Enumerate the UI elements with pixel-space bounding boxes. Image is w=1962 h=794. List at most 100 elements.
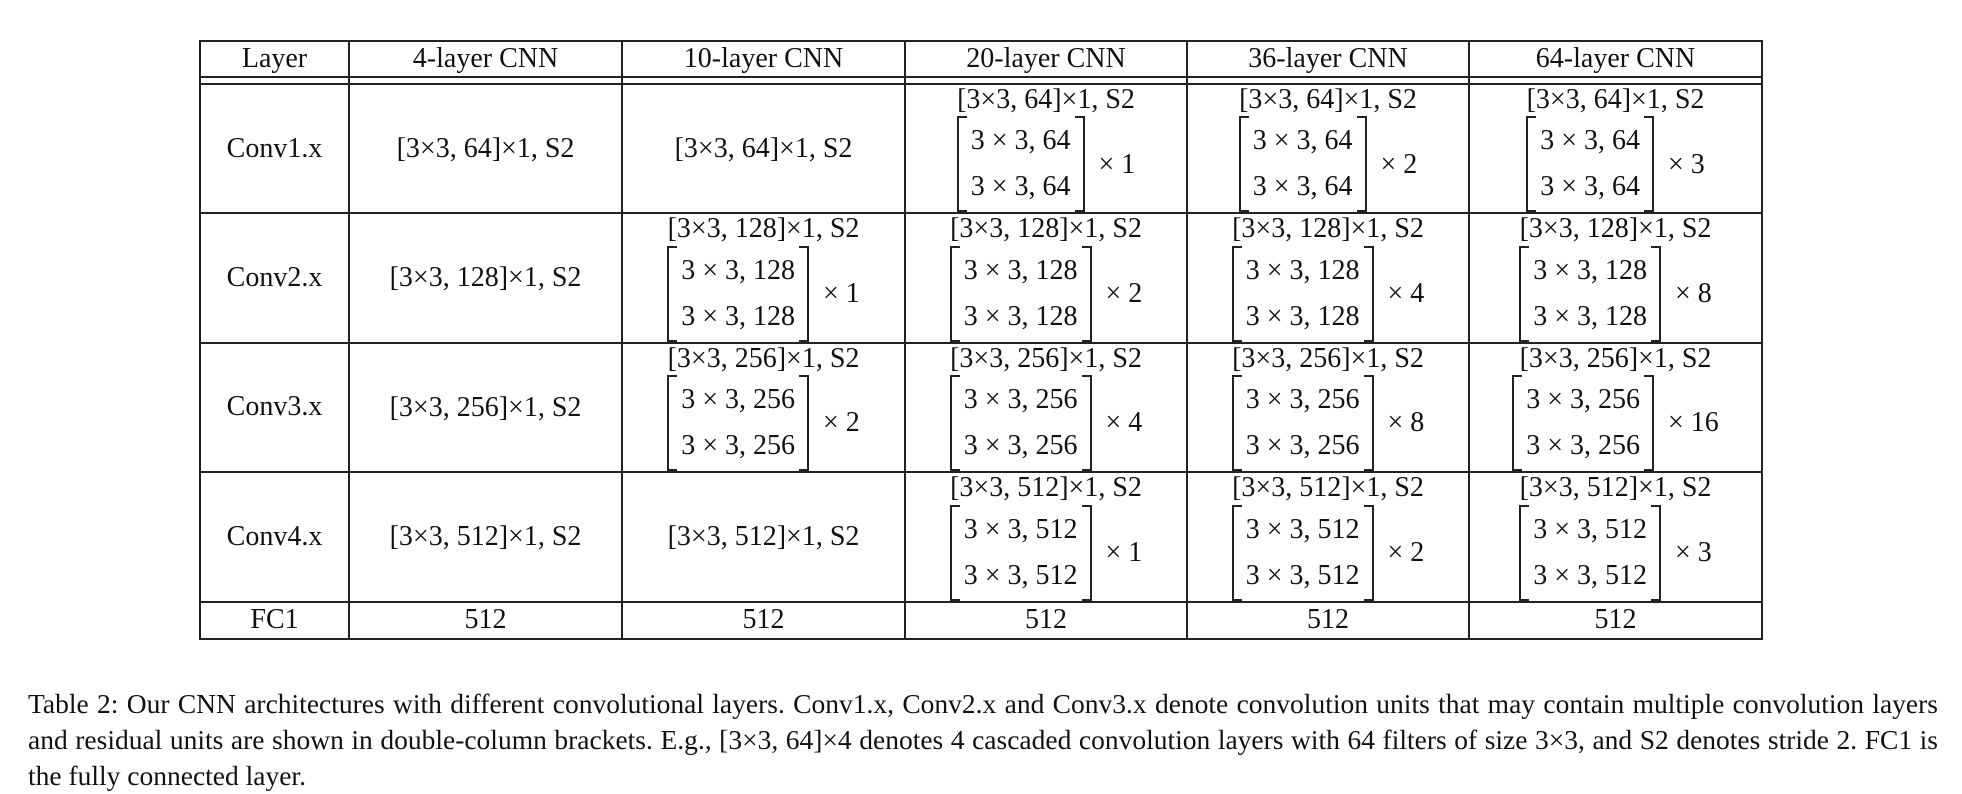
residual-conv-spec: 3 × 3, 128 <box>1245 300 1360 332</box>
residual-conv-spec: 3 × 3, 64 <box>970 125 1071 157</box>
residual-conv-spec: 3 × 3, 256 <box>963 384 1078 416</box>
config-content: [3×3, 512]×1, S2 <box>623 521 904 553</box>
repeat-multiplier: × 16 <box>1668 407 1719 439</box>
layer-name-cell: Conv2.x <box>199 212 350 344</box>
conv-spec: [3×3, 256]×1, S2 <box>950 342 1142 374</box>
column-header: Layer <box>199 40 350 78</box>
matrix-bracket: 3 × 3, 256 3 × 3, 256 <box>667 375 809 472</box>
conv-spec: [3×3, 256]×1, S2 <box>1519 342 1712 374</box>
separator-cell <box>904 76 1188 85</box>
layer-config-cell: [3×3, 256]×1, S2 3 × 3, 256 3 × 3, 256 × 16 <box>1468 341 1763 474</box>
repeat-multiplier: × 1 <box>1098 148 1136 180</box>
config-content: [3×3, 64]×1, S2 <box>623 133 904 164</box>
residual-conv-spec: 3 × 3, 128 <box>681 254 795 286</box>
residual-block: 3 × 3, 256 3 × 3, 256 × 16 <box>1512 375 1719 472</box>
column-header: 10-layer CNN <box>621 40 906 78</box>
conv-spec: [3×3, 128]×1, S2 <box>667 213 860 245</box>
repeat-multiplier: × 4 <box>1387 278 1425 310</box>
residual-conv-spec: 3 × 3, 256 <box>1526 430 1640 462</box>
column-header: 36-layer CNN <box>1186 40 1470 78</box>
table-body: Conv1.x[3×3, 64]×1, S2[3×3, 64]×1, S2[3×… <box>199 76 1763 640</box>
layer-config-cell: [3×3, 64]×1, S2 <box>621 82 906 215</box>
conv-spec: [3×3, 64]×1, S2 <box>396 133 575 164</box>
residual-conv-spec: 3 × 3, 512 <box>1533 559 1647 591</box>
fc-value-cell: 512 <box>621 600 906 640</box>
residual-conv-spec: 3 × 3, 128 <box>963 300 1078 332</box>
conv-spec: [3×3, 128]×1, S2 <box>389 262 582 294</box>
residual-conv-spec: 3 × 3, 256 <box>681 430 795 462</box>
table-caption: Table 2: Our CNN architectures with diff… <box>28 687 1938 791</box>
repeat-multiplier: × 8 <box>1387 407 1425 439</box>
residual-conv-spec: 3 × 3, 256 <box>1245 384 1360 416</box>
residual-block: 3 × 3, 256 3 × 3, 256 × 8 <box>1231 375 1425 472</box>
layer-config-cell: [3×3, 128]×1, S2 <box>348 212 623 344</box>
separator-cell <box>1468 76 1763 85</box>
separator-cell <box>348 76 623 85</box>
conv-spec: [3×3, 64]×1, S2 <box>674 133 853 164</box>
layer-config-cell: [3×3, 256]×1, S2 <box>348 341 623 474</box>
layer-name-cell: FC1 <box>199 600 350 640</box>
residual-conv-spec: 3 × 3, 256 <box>1245 430 1360 462</box>
layer-name-cell: Conv4.x <box>199 471 350 603</box>
residual-conv-spec: 3 × 3, 256 <box>1526 384 1640 416</box>
layer-config-cell: [3×3, 512]×1, S2 <box>621 471 906 603</box>
conv-spec: [3×3, 512]×1, S2 <box>667 521 860 553</box>
residual-conv-spec: 3 × 3, 256 <box>681 384 795 416</box>
residual-conv-spec: 3 × 3, 512 <box>1245 559 1360 591</box>
separator-cell <box>1186 76 1470 85</box>
repeat-multiplier: × 2 <box>1105 278 1143 310</box>
fc-value-cell: 512 <box>1186 600 1470 640</box>
fc-value-cell: 512 <box>348 600 623 640</box>
config-content: [3×3, 512]×1, S2 <box>350 522 621 552</box>
matrix-bracket: 3 × 3, 128 3 × 3, 128 <box>949 245 1092 342</box>
layer-config-cell: [3×3, 64]×1, S2 <box>348 82 623 215</box>
residual-conv-spec: 3 × 3, 128 <box>1533 300 1647 332</box>
residual-conv-spec: 3 × 3, 512 <box>1533 513 1647 545</box>
table-row: Conv1.x[3×3, 64]×1, S2[3×3, 64]×1, S2[3×… <box>199 82 1763 215</box>
column-header: 64-layer CNN <box>1468 40 1763 78</box>
layer-name-cell: Conv1.x <box>199 82 350 215</box>
fc-value-cell: 512 <box>1468 600 1763 640</box>
fc-value-cell: 512 <box>904 600 1188 640</box>
header-separator <box>199 76 1763 85</box>
separator-cell <box>199 76 350 85</box>
conv-spec: [3×3, 64]×1, S2 <box>1526 84 1705 115</box>
residual-conv-spec: 3 × 3, 256 <box>963 430 1078 462</box>
residual-conv-spec: 3 × 3, 128 <box>963 254 1078 286</box>
matrix-bracket: 3 × 3, 256 3 × 3, 256 <box>949 375 1092 472</box>
layer-name-cell: Conv3.x <box>199 341 350 474</box>
repeat-multiplier: × 8 <box>1675 278 1712 310</box>
conv-spec: [3×3, 512]×1, S2 <box>1232 472 1424 504</box>
